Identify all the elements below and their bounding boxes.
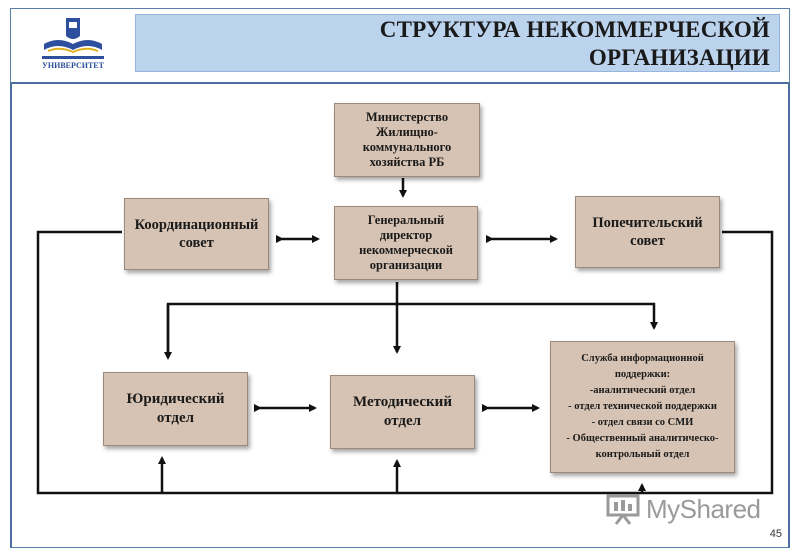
- page-title: СТРУКТУРА НЕКОММЕРЧЕСКОЙ ОРГАНИЗАЦИИ: [140, 16, 770, 72]
- info-service-item: -аналитический отдел: [589, 385, 696, 396]
- methodical-department-box: Методический отдел: [330, 375, 475, 449]
- ministry-label: Министерство Жилищно-коммунального хозяй…: [362, 110, 452, 169]
- title-line-2: ОРГАНИЗАЦИИ: [588, 45, 770, 70]
- title-band: [135, 14, 780, 72]
- info-service-item: - отдел связи со СМИ: [591, 417, 694, 428]
- content-frame: [10, 82, 790, 548]
- info-service-title: Служба информационной поддержки:: [581, 353, 704, 380]
- legal-department-box: Юридический отдел: [103, 372, 248, 446]
- watermark-text: MyShared: [646, 493, 761, 524]
- ministry-box: Министерство Жилищно-коммунального хозяй…: [334, 103, 480, 177]
- info-service-item: - отдел технической поддержки: [568, 401, 717, 412]
- university-logo: УНИВЕРСИТЕТ: [38, 14, 108, 72]
- content-frame-left: [10, 82, 12, 548]
- director-box: Генеральный директор некоммерческой орга…: [334, 206, 478, 280]
- legal-department-label: Юридический отдел: [126, 391, 225, 426]
- trustee-council-box: Попечительский совет: [575, 196, 720, 268]
- page-number: 45: [769, 528, 782, 540]
- outer-loop-left: [36, 230, 774, 495]
- trustee-council-label: Попечительский совет: [592, 215, 703, 249]
- methodical-department-label: Методический отдел: [353, 394, 452, 429]
- info-service-item: - Общественный аналитическо-контрольный …: [566, 433, 719, 460]
- coordination-council-label: Координационный совет: [134, 217, 259, 251]
- watermark: MyShared: [606, 491, 766, 527]
- content-frame-right: [788, 82, 790, 548]
- presentation-icon: [606, 494, 640, 525]
- coordination-council-box: Координационный совет: [124, 198, 269, 270]
- director-label: Генеральный директор некоммерческой орга…: [359, 213, 453, 272]
- info-service-box: Служба информационной поддержки: -аналит…: [550, 341, 735, 473]
- title-line-1: СТРУКТУРА НЕКОММЕРЧЕСКОЙ: [379, 17, 770, 42]
- logo-caption: УНИВЕРСИТЕТ: [42, 61, 105, 70]
